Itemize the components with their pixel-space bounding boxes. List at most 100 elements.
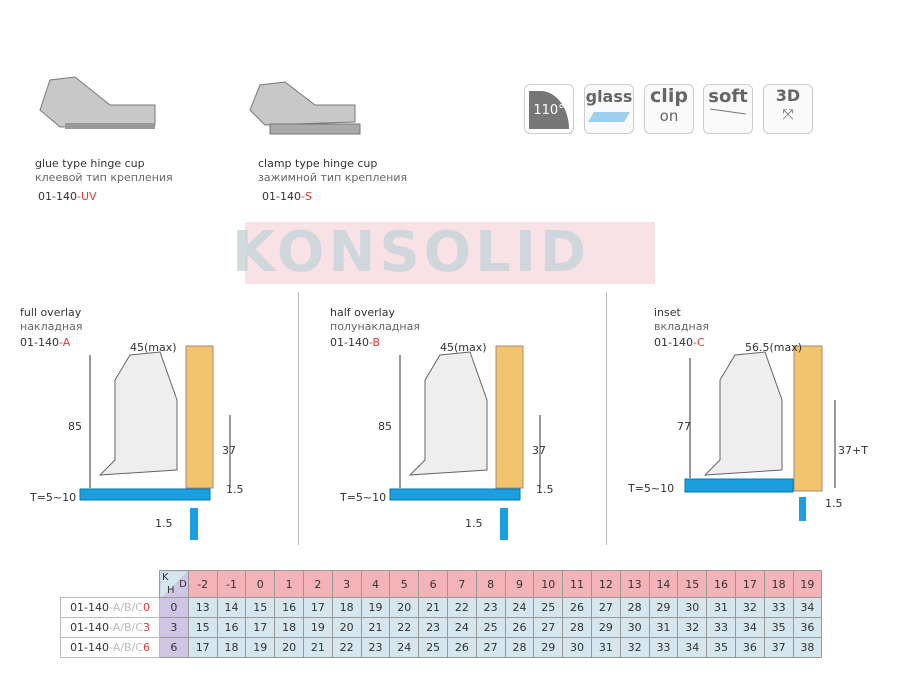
k-value-cell: 15 bbox=[245, 597, 276, 618]
k-value-cell: 30 bbox=[562, 637, 592, 658]
diagram-title-en: full overlay bbox=[20, 306, 82, 319]
gap-dimension: 1.5 bbox=[825, 497, 843, 510]
d-value-cell: 18 bbox=[763, 570, 794, 598]
thickness-dimension: T=5~10 bbox=[628, 482, 675, 495]
d-value-cell: 10 bbox=[533, 570, 564, 598]
k-value-cell: 26 bbox=[562, 597, 592, 618]
on-label: on bbox=[659, 107, 679, 125]
k-value-cell: 38 bbox=[792, 637, 823, 658]
h-value-cell: 6 bbox=[159, 637, 189, 658]
code-suffix: 6 bbox=[142, 641, 150, 654]
diagram-code: 01-140-B bbox=[330, 336, 380, 349]
soft-close-icon: soft bbox=[703, 84, 753, 134]
glass-label: glass bbox=[585, 87, 633, 106]
row-code-cell: 01-140-A/B/C3 bbox=[60, 617, 160, 638]
glue-cup-label-en: glue type hinge cup bbox=[35, 157, 145, 170]
k-value-cell: 14 bbox=[216, 597, 247, 618]
k-value-cell: 22 bbox=[331, 637, 362, 658]
code-suffix: 0 bbox=[142, 601, 150, 614]
k-value-cell: 30 bbox=[619, 617, 650, 638]
thickness-dimension: T=5~10 bbox=[30, 491, 77, 504]
d-value-cell: 6 bbox=[418, 570, 448, 598]
k-value-cell: 27 bbox=[590, 597, 621, 618]
code: 01-140 bbox=[70, 621, 110, 634]
variant: -A/B/C bbox=[109, 621, 143, 634]
d-value-cell: 9 bbox=[504, 570, 535, 598]
k-value-cell: 21 bbox=[360, 617, 391, 638]
d-value-cell: 15 bbox=[677, 570, 708, 598]
k-value-cell: 36 bbox=[792, 617, 823, 638]
k-value-cell: 17 bbox=[245, 617, 276, 638]
k-value-cell: 24 bbox=[504, 597, 535, 618]
code-suffix: -UV bbox=[76, 190, 97, 203]
diagram-title-ru: накладная bbox=[20, 320, 83, 333]
k-label: K bbox=[162, 572, 169, 583]
code-suffix: -A bbox=[58, 336, 71, 349]
width-dimension: 45(max) bbox=[130, 341, 177, 354]
h-value-cell: 3 bbox=[159, 617, 189, 638]
watermark-band bbox=[245, 222, 655, 284]
clamp-cup-label-ru: зажимной тип крепления bbox=[258, 171, 408, 184]
cup-dimension: 37 bbox=[532, 444, 546, 457]
k-value-cell: 21 bbox=[302, 637, 333, 658]
code: 01-140 bbox=[654, 336, 693, 349]
d-value-cell: 4 bbox=[360, 570, 391, 598]
code-suffix: -B bbox=[368, 336, 381, 349]
d-value-cell: 14 bbox=[648, 570, 679, 598]
k-value-cell: 26 bbox=[446, 637, 477, 658]
variant: -A/B/C bbox=[109, 641, 143, 654]
clip-label: clip bbox=[650, 85, 688, 107]
k-value-cell: 13 bbox=[187, 597, 218, 618]
glue-cup-label-ru: клеевой тип крепления bbox=[35, 171, 173, 184]
k-value-cell: 33 bbox=[763, 597, 794, 618]
hinge-drawing bbox=[684, 345, 836, 493]
height-dimension: 85 bbox=[68, 420, 82, 433]
d-value-cell: 8 bbox=[475, 570, 506, 598]
d-value-cell: 7 bbox=[446, 570, 477, 598]
glue-hinge-cup-image bbox=[39, 76, 156, 129]
row-code-cell: 01-140-A/B/C0 bbox=[60, 597, 160, 618]
k-value-cell: 25 bbox=[418, 637, 448, 658]
code: 01-140 bbox=[330, 336, 369, 349]
k-value-cell: 36 bbox=[734, 637, 765, 658]
k-value-cell: 34 bbox=[677, 637, 708, 658]
d-value-cell: 19 bbox=[792, 570, 823, 598]
width-dimension: 56.5(max) bbox=[745, 341, 803, 354]
code: 01-140 bbox=[262, 190, 301, 203]
d-value-cell: 13 bbox=[619, 570, 650, 598]
d-value-cell: 5 bbox=[389, 570, 420, 598]
k-value-cell: 29 bbox=[590, 617, 621, 638]
gap-dimension: 1.5 bbox=[465, 517, 483, 530]
gap-dimension: 1.5 bbox=[536, 483, 554, 496]
d-value-cell: -2 bbox=[187, 570, 218, 598]
k-value-cell: 33 bbox=[706, 617, 736, 638]
k-value-cell: 27 bbox=[475, 637, 506, 658]
k-value-cell: 23 bbox=[475, 597, 506, 618]
code-suffix: -S bbox=[300, 190, 312, 203]
k-value-cell: 18 bbox=[274, 617, 304, 638]
clamp-cup-code: 01-140-S bbox=[262, 190, 312, 203]
k-value-cell: 19 bbox=[245, 637, 276, 658]
code: 01-140 bbox=[38, 190, 77, 203]
row-code-cell: 01-140-A/B/C6 bbox=[60, 637, 160, 658]
k-value-cell: 26 bbox=[504, 617, 535, 638]
thickness-dimension: T=5~10 bbox=[340, 491, 387, 504]
diagram-title-en: inset bbox=[654, 306, 681, 319]
d-value-cell: 3 bbox=[331, 570, 362, 598]
3d-label: 3D bbox=[775, 86, 801, 105]
k-value-cell: 30 bbox=[677, 597, 708, 618]
diagram-title-ru: вкладная bbox=[654, 320, 710, 333]
d-value-cell: 17 bbox=[734, 570, 765, 598]
code-suffix: -C bbox=[692, 336, 705, 349]
divider bbox=[606, 292, 607, 545]
d-value-cell: 2 bbox=[302, 570, 333, 598]
gap-dimension: 1.5 bbox=[226, 483, 244, 496]
clamp-cup-label-en: clamp type hinge cup bbox=[258, 157, 378, 170]
k-value-cell: 28 bbox=[504, 637, 535, 658]
diagram-code: 01-140-A bbox=[20, 336, 70, 349]
k-value-cell: 37 bbox=[763, 637, 794, 658]
